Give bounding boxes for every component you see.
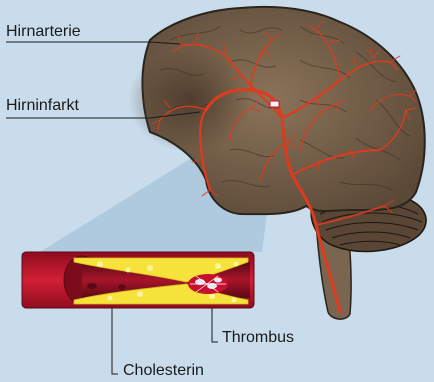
label-hirninfarkt: Hirninfarkt: [6, 98, 79, 114]
infarct-area: [128, 48, 252, 152]
label-thrombus: Thrombus: [222, 330, 294, 346]
blood-cell: [87, 283, 97, 289]
blood-cell: [118, 285, 126, 290]
artery-cross-section: [22, 252, 254, 308]
label-hirnarterie: Hirnarterie: [6, 24, 81, 40]
label-cholesterin: Cholesterin: [123, 363, 204, 379]
thrombus-clot: [188, 274, 228, 294]
occlusion-marker: [270, 101, 279, 107]
